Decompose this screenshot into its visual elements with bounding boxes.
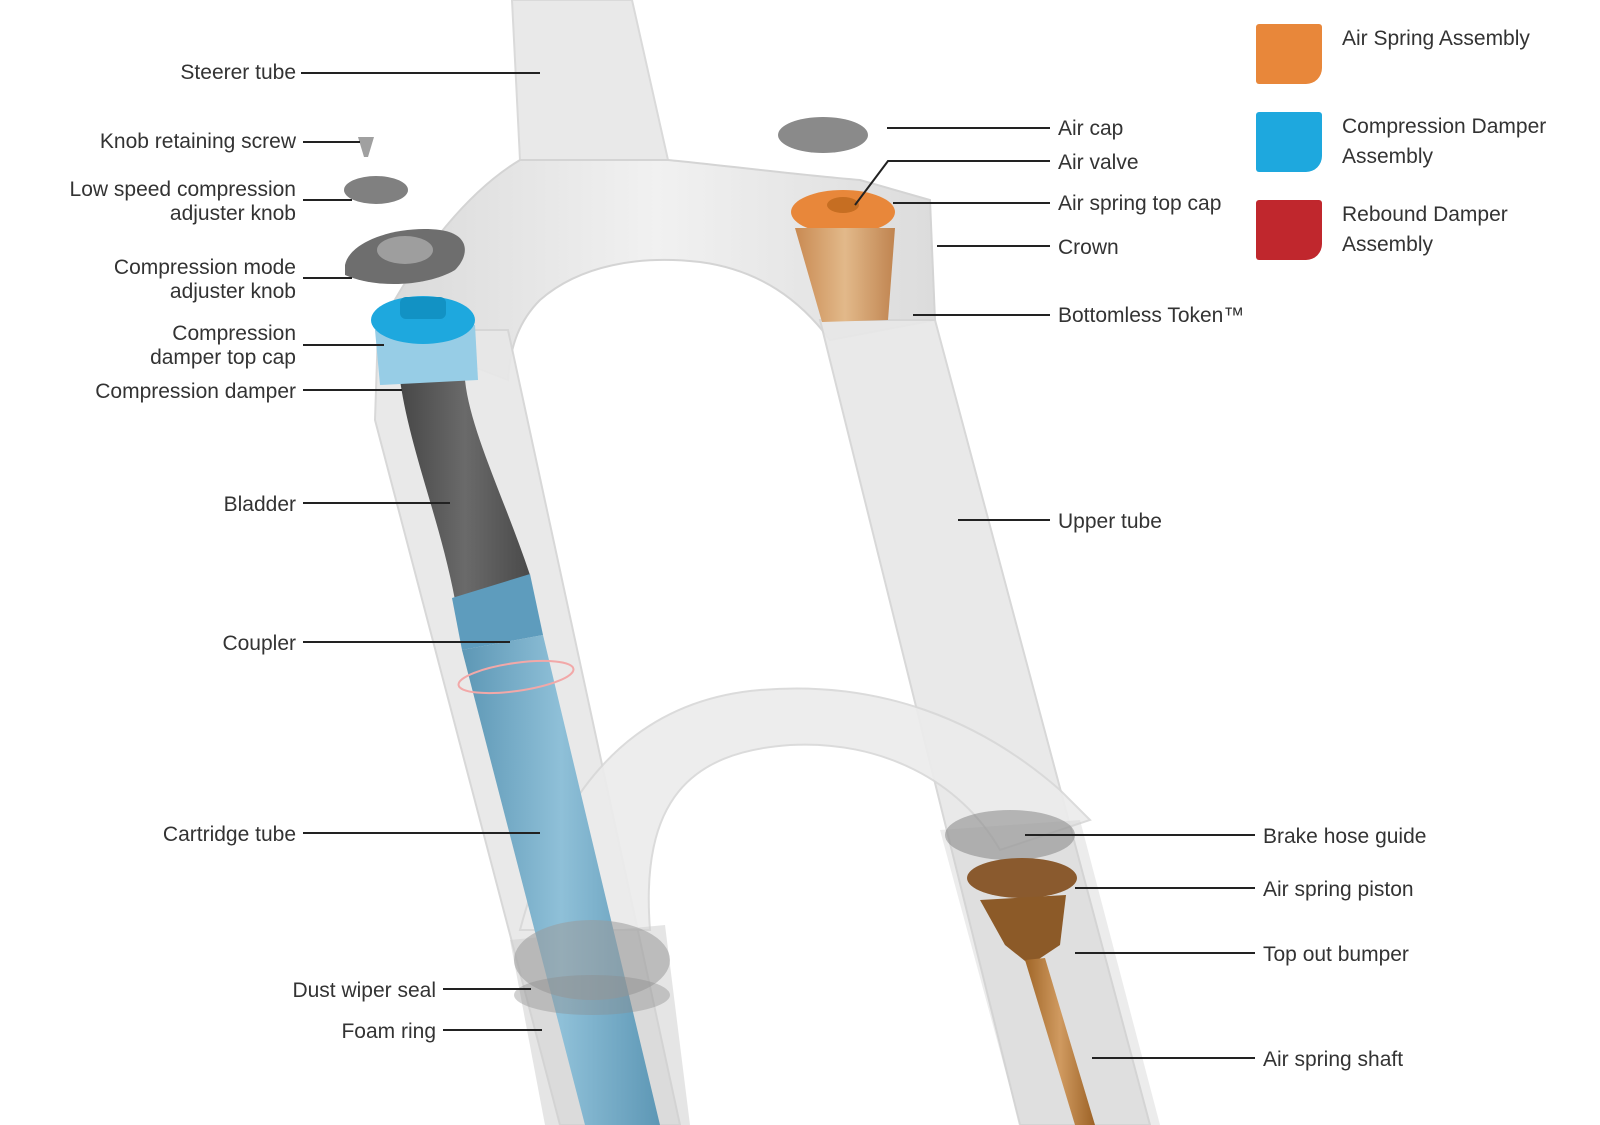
label-air-spring-piston: Air spring piston [1263, 878, 1414, 901]
label-air-valve: Air valve [1058, 151, 1139, 174]
air-spring-piston-shape [967, 858, 1077, 898]
legend-swatch-rebound-damper [1256, 200, 1322, 260]
leader-lines [301, 72, 1255, 1059]
label-cartridge-tube: Cartridge tube [162, 823, 296, 846]
compression-top-cap-ribs [400, 297, 446, 319]
foam-ring-shape [514, 975, 670, 1015]
compression-mode-knob-hub [377, 236, 433, 264]
lower-arch-shape [518, 687, 1092, 931]
legend-label-air-spring: Air Spring Assembly [1342, 27, 1530, 50]
legend-swatch-air-spring [1256, 24, 1322, 84]
bottomless-token-shape [795, 228, 895, 322]
top-out-bumper-shape [980, 895, 1066, 965]
label-top-out-bumper: Top out bumper [1263, 943, 1409, 966]
bladder-shape [400, 380, 530, 600]
legend-label-compression-damper-line2: Assembly [1342, 145, 1434, 168]
label-coupler: Coupler [222, 632, 296, 655]
label-compression-top-cap-line1: Compression [172, 322, 296, 345]
label-bladder: Bladder [223, 493, 296, 516]
label-compression-mode-knob-line1: Compression mode [113, 256, 296, 279]
label-low-speed-knob-line2: adjuster knob [169, 202, 296, 225]
right-upper-tube [818, 319, 1152, 1125]
legend-swatch-compression-damper [1256, 112, 1322, 172]
rebound-ring [457, 659, 575, 695]
air-spring-shaft-shape [1025, 958, 1095, 1125]
air-valve-shape [827, 197, 859, 213]
air-cap-shape [778, 117, 868, 153]
label-foam-ring: Foam ring [341, 1020, 436, 1043]
label-upper-tube: Upper tube [1058, 510, 1162, 533]
cartridge-tube-shape [462, 635, 660, 1125]
legend-label-rebound-damper-line2: Assembly [1342, 233, 1434, 256]
label-air-cap: Air cap [1058, 117, 1124, 140]
label-compression-top-cap-line2: damper top cap [150, 346, 296, 369]
label-steerer-tube: Steerer tube [180, 61, 296, 84]
label-low-speed-knob-line1: Low speed compression [69, 178, 296, 201]
right-lower-leg [940, 820, 1160, 1125]
low-speed-knob-shape [344, 176, 408, 204]
label-bottomless-token: Bottomless Token™ [1058, 304, 1245, 327]
leader-air-valve [854, 160, 1050, 206]
label-compression-damper: Compression damper [95, 380, 296, 403]
label-knob-retaining-screw: Knob retaining screw [99, 130, 296, 153]
legend-label-rebound-damper-line1: Rebound Damper [1342, 203, 1508, 226]
legend-label-compression-damper-line1: Compression Damper [1342, 115, 1547, 138]
coupler-shape [452, 574, 543, 650]
label-air-spring-shaft: Air spring shaft [1263, 1048, 1404, 1071]
label-compression-mode-knob-line2: adjuster knob [169, 280, 296, 303]
brake-hose-guide-shape [945, 810, 1075, 860]
label-brake-hose-guide: Brake hose guide [1263, 825, 1427, 848]
knob-retaining-screw-shape [358, 137, 374, 157]
label-air-spring-top-cap: Air spring top cap [1058, 192, 1222, 215]
label-dust-wiper-seal: Dust wiper seal [292, 979, 436, 1002]
label-crown: Crown [1058, 236, 1119, 259]
steerer-tube-shape [510, 0, 670, 161]
compression-top-cap-shape [371, 296, 475, 344]
dust-wiper-seal-shape [514, 920, 670, 1000]
